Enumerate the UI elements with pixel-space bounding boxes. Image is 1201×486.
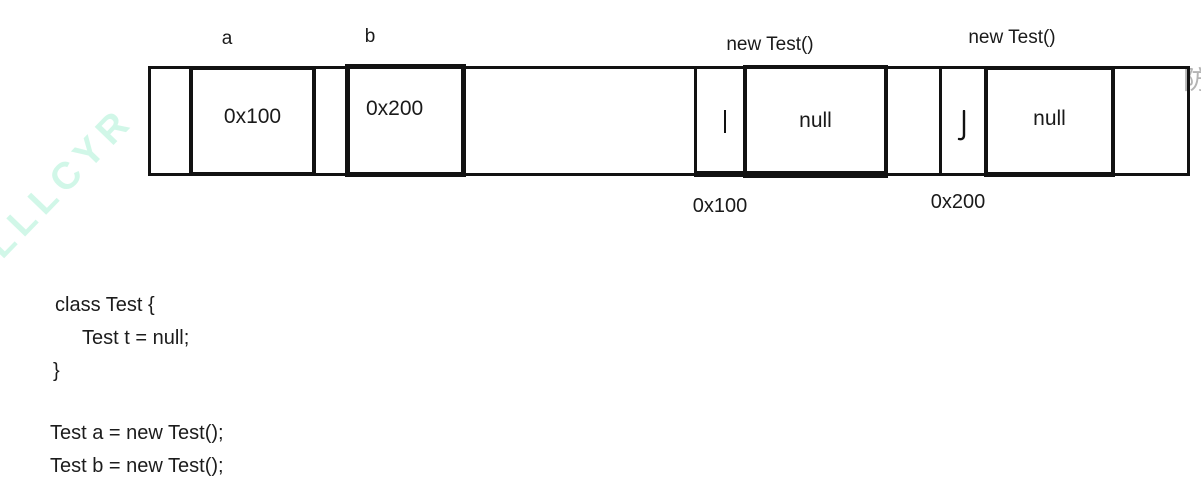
cursor-hook-mark-icon [957, 110, 966, 141]
code-line-class-decl: class Test { [55, 294, 155, 316]
heap-object-2-address: 0x200 [930, 191, 986, 213]
heap-object-1-address: 0x100 [692, 195, 748, 217]
label-variable-b: b [364, 26, 376, 47]
stack-cell-b [345, 64, 466, 177]
memory-strip [148, 66, 1190, 176]
code-line-new-a: Test a = new Test(); [50, 422, 224, 444]
label-new-test-1: new Test() [726, 34, 814, 55]
heap-object-1-field-cell [743, 65, 888, 178]
cursor-mark-icon [724, 110, 726, 133]
code-line-close-brace: } [53, 360, 60, 382]
stack-cell-a [189, 66, 316, 176]
label-new-test-2: new Test() [968, 27, 1056, 48]
code-line-field-decl: Test t = null; [82, 327, 190, 349]
heap-object-1-field-value: null [799, 109, 832, 132]
code-line-new-b: Test b = new Test(); [50, 455, 224, 477]
diagonal-watermark: UILLLCYR [0, 99, 143, 304]
stack-cell-b-value: 0x200 [366, 97, 424, 120]
heap-object-1-header-cell [694, 66, 746, 177]
heap-object-2-field-value: null [1033, 107, 1066, 130]
label-variable-a: a [221, 28, 233, 49]
heap-object-2-field-cell [984, 66, 1115, 177]
stack-cell-a-value: 0x100 [223, 105, 282, 128]
